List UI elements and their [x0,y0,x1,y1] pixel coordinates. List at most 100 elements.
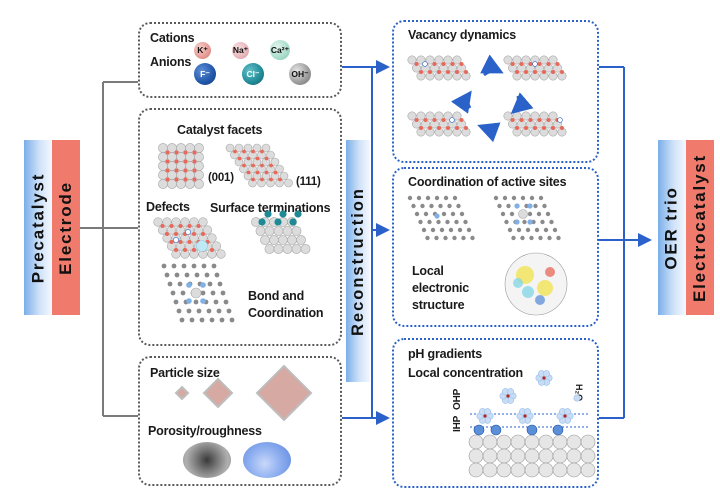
lattice-atom [463,219,468,225]
oxygen-atom [269,177,273,182]
medium-particle-icon [202,377,234,409]
oxygen-atom [542,126,546,130]
slab-atom [539,111,549,121]
cation-na-icon: Na⁺ [232,42,249,59]
lattice-atom [200,290,206,296]
lattice-atom [196,308,202,314]
terminal-atom [258,218,266,226]
charge-density-blob [535,295,545,305]
oxygen-atom [174,168,179,173]
cation-ca-label: Ca²⁺ [270,44,290,55]
lattice-atom [524,203,529,209]
oxygen-atom [528,62,533,66]
electrode-atom [482,434,498,450]
local-concentration-title: Local concentration [408,366,523,380]
metal-atom [198,217,208,227]
anions-label: Anions [150,55,192,69]
lattice-atom [529,235,534,241]
lattice-atom [199,317,205,323]
oxygen-atom [201,232,205,236]
oxygen-atom [246,170,251,175]
oxygen-atom [187,240,192,244]
vacancy-icon [557,117,563,123]
lattice-atom [180,290,186,296]
lattice-atom [223,299,229,305]
adsorbed-anion-icon [473,424,485,436]
lattice-atom [450,211,456,217]
oxygen-atom [196,224,201,228]
bond-label-line1: Bond and [248,289,305,303]
lattice-atom [538,195,544,201]
electrode-atom [510,434,526,450]
metal-atom [234,143,244,153]
porosity-label: Porosity/roughness [148,424,262,438]
metal-atom [284,178,293,188]
vacancy-icon [449,117,455,123]
cation-icon [506,394,510,398]
oxygen-atom [255,156,260,161]
oxygen-atom [251,163,255,168]
lattice-atom [470,235,475,241]
slab-atom [548,55,558,65]
metal-atom [171,217,181,227]
slab-atom [443,55,453,65]
structure-panel [138,108,342,346]
lattice-atom [418,219,423,225]
oxygen-atom [560,126,564,130]
slab-atom [434,55,444,65]
lattice-atom [547,235,552,241]
electrode-atom [552,434,568,450]
facet-111-label: (111) [296,176,321,188]
ions-panel [138,22,342,98]
lattice-atom [181,263,187,269]
lattice-atom [543,227,549,233]
oxygen-atom [423,118,428,122]
lattice-atom [522,219,527,225]
slab-atom [416,111,426,121]
lattice-atom [430,227,436,233]
oxygen-atom [165,150,170,155]
metal-atom [275,164,284,174]
water-molecule [506,388,514,396]
oxygen-atom [524,70,528,74]
oxygen-atom [183,168,188,173]
terminal-atom [274,218,282,226]
lattice-atom [216,308,222,314]
anion-f-icon: F⁻ [194,63,216,85]
lattice-atom [189,317,195,323]
lattice-atom [414,211,420,217]
lattice-atom [549,219,554,225]
adsorbed-anion-icon [552,424,564,436]
ph-gradients-title: pH gradients [408,347,482,361]
electrode-atom [552,462,568,478]
electrode-atom [552,448,568,464]
lattice-atom [207,281,213,287]
local-electronic-line2: electronic [412,281,470,295]
slab-atom [503,55,513,65]
slab-atom [425,55,435,65]
anion-cl-label: Cl⁻ [246,68,260,79]
metal-atom [189,217,199,227]
lattice-atom [213,299,219,305]
oxygen-atom [183,159,188,164]
facet-001-label: (001) [208,172,234,184]
electrode-atom [496,434,512,450]
oxygen-atom [455,70,459,74]
coordinating-atom [186,282,192,288]
oxygen-atom [428,126,432,130]
oxygen-atom [419,70,423,74]
lattice-atom [536,211,542,217]
oxygen-atom [233,149,237,154]
lattice-atom [229,317,235,323]
precatalyst-bar: Precatalyst [24,140,52,315]
lattice-atom [434,195,440,201]
lattice-atom [466,227,472,233]
lattice-atom [529,195,535,201]
slab-atom [521,55,531,65]
lattice-atom [425,235,430,241]
lattice-atom [461,235,466,241]
oxygen-atom [178,240,183,244]
oxygen-atom [246,156,251,161]
oxygen-atom [169,224,174,228]
lattice-atom [556,235,561,241]
